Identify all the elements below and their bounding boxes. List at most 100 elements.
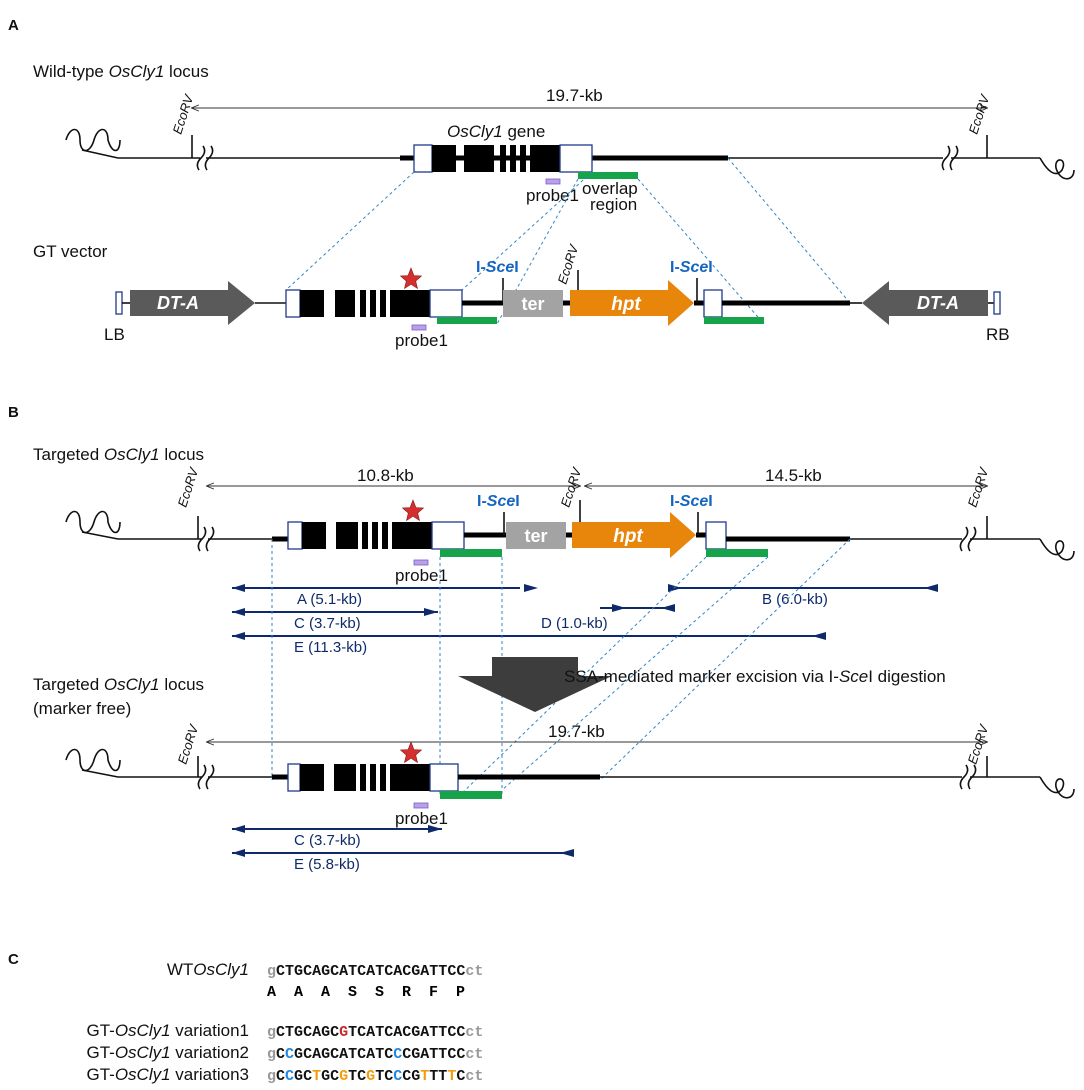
right-chromosome-coil — [1039, 157, 1075, 180]
primer-c-marker-free — [232, 825, 442, 833]
homology-line — [461, 171, 593, 291]
exon — [500, 145, 506, 172]
exon — [360, 764, 366, 791]
exon — [335, 290, 355, 317]
utr-box — [285, 289, 301, 318]
dta-right-arrow — [862, 281, 988, 325]
left-chromosome-coil — [65, 128, 121, 152]
primer-d-label: D (1.0-kb) — [541, 615, 608, 632]
size-label-right: 14.5-kb — [765, 466, 822, 485]
exon — [530, 145, 560, 172]
overlap-region-bar — [437, 317, 497, 324]
primer-b — [668, 584, 938, 592]
exon — [390, 290, 430, 317]
overlap-region-bar — [704, 317, 764, 324]
wt-seq-label: WTOsCly1 — [167, 960, 249, 979]
primer-d — [600, 604, 675, 612]
wt-sequence: gCTGCAGCATCATCACGATTCCct — [267, 963, 483, 980]
mutation-star-icon — [401, 499, 425, 522]
homology-line — [285, 171, 415, 291]
overlap-label-line2: region — [590, 195, 637, 214]
ter-label: ter — [524, 526, 547, 546]
primer-b-label: B (6.0-kb) — [762, 591, 828, 608]
right-chromosome-coil — [1039, 538, 1075, 561]
utr-box — [431, 521, 465, 550]
exon — [464, 145, 494, 172]
probe-label: probe1 — [395, 566, 448, 585]
exon — [520, 145, 526, 172]
exon — [302, 522, 326, 549]
probe-bar — [411, 324, 427, 331]
homology-line — [501, 556, 769, 791]
marker-free-size-label: 19.7-kb — [548, 722, 605, 741]
homology-line — [637, 178, 765, 325]
panel-c-label: C — [8, 951, 19, 968]
primer-e-label: E (11.3-kb) — [294, 639, 367, 656]
ter-label: ter — [521, 294, 544, 314]
mutation-star-icon — [399, 741, 423, 764]
variation2-label: GT-OsCly1 variation2 — [86, 1043, 249, 1062]
marker-free-title: Targeted OsCly1 locus — [33, 675, 204, 694]
overlap-region-bar — [706, 549, 768, 557]
dta-left-arrow — [130, 281, 255, 325]
ecorv-label: EcoRV — [170, 92, 197, 136]
rb-border — [993, 291, 1001, 315]
utr-box — [287, 521, 303, 550]
dta-right-label: DT-A — [917, 293, 959, 313]
exon — [432, 145, 456, 172]
isce1-label: I-SceI — [476, 259, 519, 276]
utr-box — [429, 763, 459, 792]
ecorv-label: EcoRV — [175, 465, 202, 509]
exon — [390, 764, 430, 791]
primer-c2-label: C (3.7-kb) — [294, 832, 361, 849]
primer-a — [232, 584, 538, 592]
probe-bar — [413, 559, 429, 566]
exon — [370, 290, 376, 317]
exon — [300, 764, 324, 791]
hpt-arrow — [572, 512, 696, 558]
utr-box — [705, 521, 727, 550]
exon — [380, 764, 386, 791]
exon — [372, 522, 378, 549]
right-chromosome-coil — [1039, 776, 1075, 799]
variation2-sequence: gCCGCAGCATCATCCCGATTCCct — [267, 1046, 483, 1063]
utr-box — [287, 763, 301, 792]
left-chromosome-coil — [65, 510, 121, 534]
gt-vector-title: GT vector — [33, 242, 108, 261]
utr-box — [413, 144, 433, 173]
exon — [392, 522, 432, 549]
chromosome-line-end — [81, 769, 119, 778]
exon — [380, 290, 386, 317]
rb-label: RB — [986, 325, 1010, 344]
probe-bar — [545, 178, 561, 185]
overlap-region-bar — [440, 549, 502, 557]
primer-a-label: A (5.1-kb) — [297, 591, 362, 608]
lb-label: LB — [104, 325, 125, 344]
utr-box — [559, 144, 593, 173]
primer-c — [232, 608, 438, 616]
ter-box — [503, 290, 563, 317]
primer-e-marker-free — [232, 849, 574, 857]
overlap-region-bar — [440, 791, 502, 799]
exon — [510, 145, 516, 172]
marker-free-subtitle: (marker free) — [33, 699, 131, 718]
homology-line — [599, 538, 851, 781]
variation3-sequence: gCCGCTGCGTCGTCCCGTTTTCct — [267, 1068, 483, 1085]
exon — [334, 764, 356, 791]
overlap-label-line1: overlap — [582, 179, 638, 198]
targeted-locus-title: Targeted OsCly1 locus — [33, 445, 204, 464]
panel-a-label: A — [8, 17, 19, 34]
isce1-label: I-SceI — [477, 493, 520, 510]
panel-b-label: B — [8, 404, 19, 421]
dta-left-label: DT-A — [157, 293, 199, 313]
variation1-label: GT-OsCly1 variation1 — [86, 1021, 249, 1040]
homology-line — [727, 157, 851, 304]
wt-locus-title: Wild-type OsCly1 locus — [33, 62, 209, 81]
wt-gene-label: OsCly1 gene — [447, 122, 545, 141]
amino-acid-translation: A A A S S R F P — [267, 984, 465, 1001]
hpt-label: hpt — [613, 526, 643, 547]
primer-e2-label: E (5.8-kb) — [294, 856, 360, 873]
probe-label: probe1 — [395, 809, 448, 828]
left-chromosome-coil — [65, 748, 121, 772]
